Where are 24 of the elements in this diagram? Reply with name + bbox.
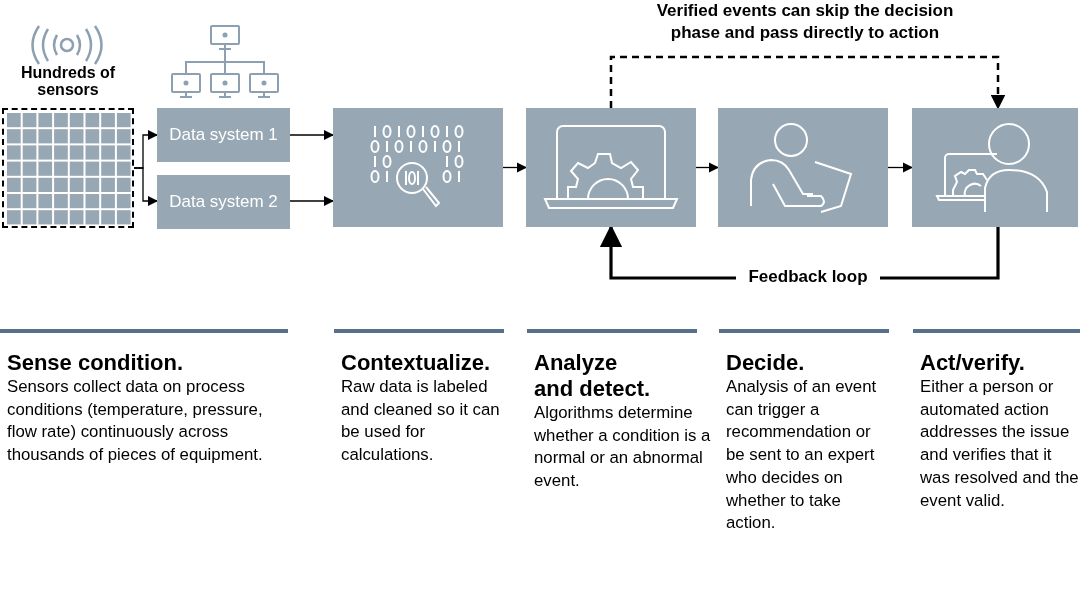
image-panel [333,108,503,227]
step-heading: Analyze and detect. [534,350,652,402]
step-heading: Contextualize. [341,350,492,376]
step-heading: Sense condition. [7,350,185,376]
step-heading: Act/verify. [920,350,1026,376]
data-system-box: Data system 1 [157,108,290,162]
arrow [289,129,335,141]
step-heading: Decide. [726,350,806,376]
arrow [887,162,914,173]
image-panel [912,108,1078,227]
step-description: Either a person or automated action addresses the issue and verifies that it was resolved and the event valid. [920,376,1080,512]
image-panel [526,108,696,227]
step-description: Analysis of an event can trigger a recommendation or be sent to an expert who decides on whether to take action. [726,376,878,535]
arrow [502,162,528,173]
image-panel [718,108,888,227]
step-description: Sensors collect data on process conditions (temperature, pressure, flow rate) continuously across thousands of pieces of equipment. [7,376,264,467]
sensor-heading: Hundreds of sensors [19,64,117,98]
arrow [133,167,159,207]
arrow [695,162,720,173]
dashed-arrow [609,55,1006,110]
step-description: Raw data is labeled and cleaned so it can be used for calculations. [341,376,501,467]
step-description: Algorithms determine whether a condition is a normal or an abnormal event. [534,402,712,493]
data-system-box: Data system 2 [157,175,290,229]
arrow [289,195,335,207]
